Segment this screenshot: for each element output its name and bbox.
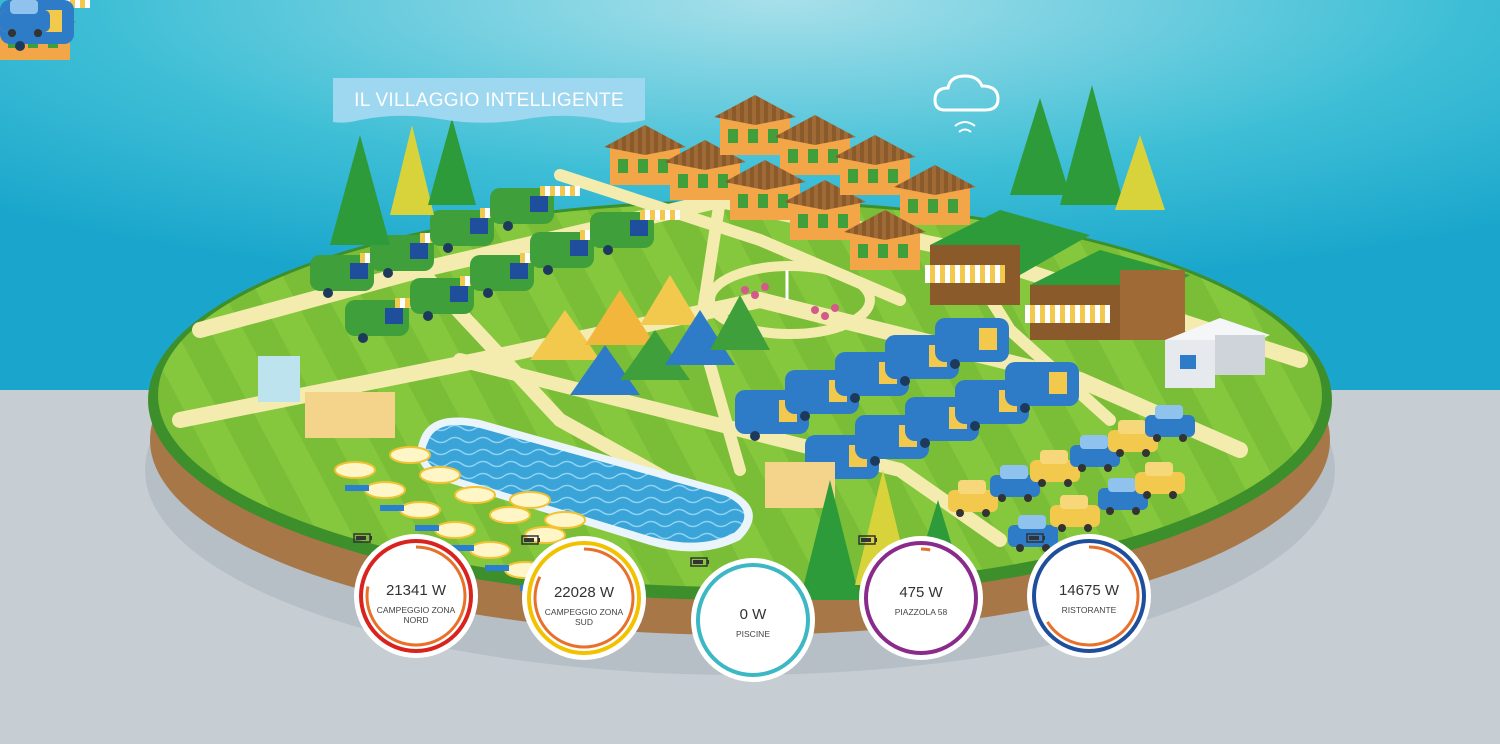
gauge-progress — [365, 545, 467, 647]
restroom-cabins — [258, 356, 835, 508]
gauge-value: 14675 W — [1058, 582, 1120, 599]
gauge-ring — [864, 541, 978, 655]
gauge-label: CAMPEGGIO ZONA NORD — [376, 605, 456, 625]
banner-ribbon — [333, 78, 645, 123]
garden-oval — [705, 261, 875, 339]
gauge-ring — [527, 541, 641, 655]
gauge-piscine: 0 W PISCINE — [690, 557, 816, 683]
gauge-progress — [533, 547, 635, 649]
tents — [530, 275, 770, 395]
gauge-ring — [1032, 539, 1146, 653]
gauge-piazzola: 475 W PIAZZOLA 58 — [858, 535, 984, 661]
gauge-progress — [1038, 545, 1140, 647]
gauge-face — [354, 534, 478, 658]
gauge-label: RISTORANTE — [1061, 605, 1117, 615]
gauge-face — [1027, 534, 1151, 658]
gauge-ring — [696, 563, 810, 677]
gauge-ring — [359, 539, 473, 653]
battery-icon — [353, 533, 372, 543]
swimming-pool — [417, 417, 753, 552]
gauge-progress — [870, 547, 972, 649]
beach-umbrellas — [334, 446, 601, 591]
battery-icon — [1026, 533, 1045, 543]
gauge-nord: 21341 W CAMPEGGIO ZONA NORD — [353, 533, 479, 659]
battery-icon — [858, 535, 877, 545]
flower-beds — [741, 283, 839, 320]
gauge-label: PIAZZOLA 58 — [894, 607, 948, 617]
village-banner: IL VILLAGGIO INTELLIGENTE — [333, 78, 645, 124]
battery-icon — [690, 557, 709, 567]
gauge-ristorante: 14675 W RISTORANTE — [1026, 533, 1152, 659]
service-building — [1165, 318, 1270, 388]
gauge-value: 0 W — [739, 606, 767, 623]
banner-title: IL VILLAGGIO INTELLIGENTE — [354, 90, 624, 111]
gauge-face — [691, 558, 815, 682]
restaurant-buildings — [925, 210, 1190, 340]
cloud-wifi-icon — [933, 74, 1000, 133]
gauge-sud: 22028 W CAMPEGGIO ZONA SUD — [521, 535, 647, 661]
gauge-label: CAMPEGGIO ZONA SUD — [544, 607, 624, 627]
gauge-face — [859, 536, 983, 660]
gauge-value: 475 W — [899, 584, 943, 601]
battery-icon — [521, 535, 540, 545]
gauge-value: 22028 W — [553, 584, 615, 601]
gauge-value: 21341 W — [385, 582, 447, 599]
gauge-label: PISCINE — [735, 629, 770, 639]
gauge-face — [522, 536, 646, 660]
parked-cars — [0, 0, 1195, 552]
